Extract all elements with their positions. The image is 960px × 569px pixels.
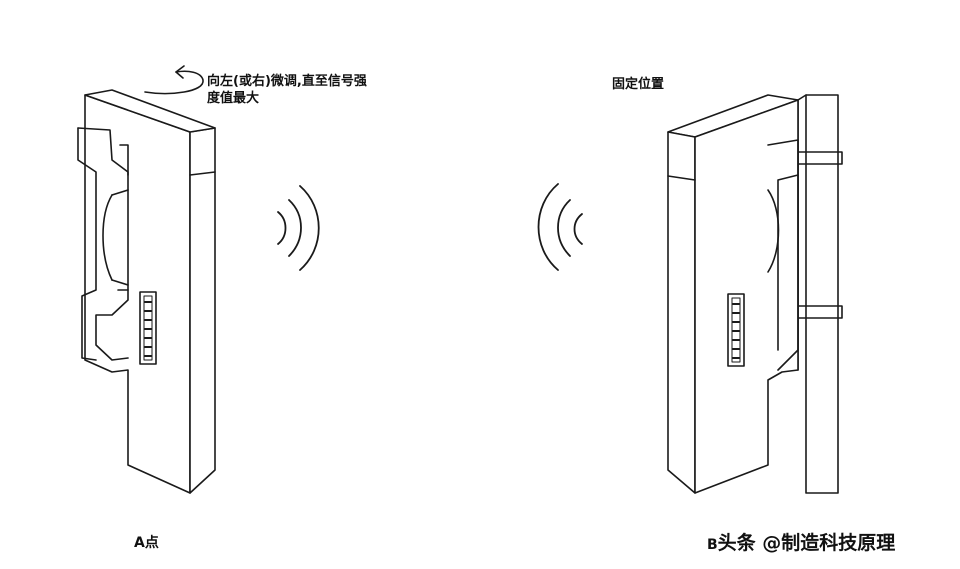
point-a-label: A点	[134, 535, 159, 551]
signal-led-strip	[727, 293, 745, 367]
point-b-letter: B	[707, 537, 718, 553]
point-b-label: B头条 @制造科技原理	[707, 528, 895, 555]
signal-wave-icon-b	[537, 183, 583, 271]
signal-led-strip	[139, 291, 157, 365]
mounting-pole	[797, 94, 839, 494]
fixed-position-note: 固定位置	[612, 77, 665, 92]
device-a	[77, 89, 216, 494]
rotate-arrow-icon	[144, 65, 204, 95]
rotate-instruction: 向左(或右)微调,直至信号强 度值最大	[207, 73, 447, 107]
rotate-instruction-line1: 向左(或右)微调,直至信号强	[207, 74, 367, 89]
watermark: 头条 @制造科技原理	[717, 532, 896, 554]
signal-wave-icon-a	[277, 185, 320, 271]
rotate-instruction-line2: 度值最大	[207, 91, 260, 106]
device-b	[667, 94, 843, 494]
